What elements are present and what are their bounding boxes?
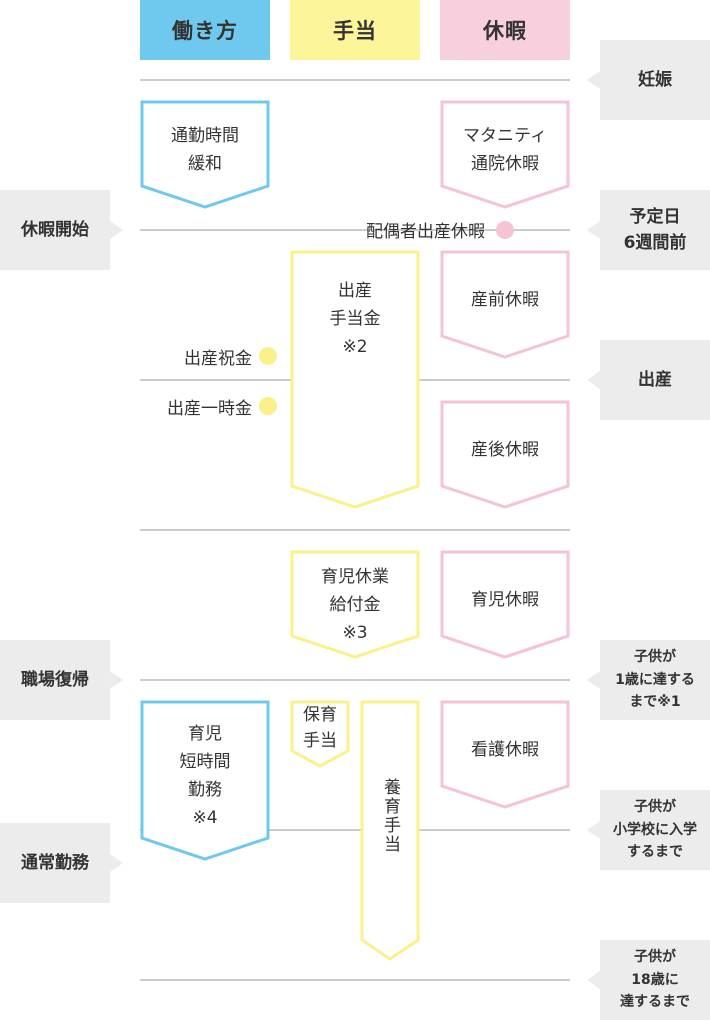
- timeline-rule-leave-start: [140, 229, 570, 231]
- block-shape: [140, 100, 270, 209]
- block-childcare-benefit: 育児休業 給付金 ※3: [290, 550, 420, 660]
- stage-child-age-1: 子供が 1歳に達する まで※1: [587, 640, 710, 720]
- block-label: 育児休暇: [471, 590, 539, 610]
- block-label: 産前休暇: [471, 290, 539, 310]
- dot-label-spouse-leave: 配偶者出産休暇: [366, 222, 485, 242]
- block-birth-allowance: 出産 手当金 ※2: [290, 250, 420, 510]
- timeline-rule-postnatal-end: [140, 529, 570, 531]
- block-label: 保育 手当: [303, 705, 337, 751]
- yellow-dot: [259, 347, 277, 365]
- block-shape: [290, 250, 420, 509]
- block-child-support-allowance: 養育手当: [360, 700, 420, 962]
- block-label: 育児休業 給付金 ※3: [321, 567, 389, 643]
- block-label: 出産 手当金 ※2: [329, 281, 381, 357]
- stage-child-school: 子供が 小学校に入学 するまで: [587, 790, 710, 870]
- stage-child-age-18: 子供が 18歳に 達するまで: [587, 940, 710, 1020]
- block-shape: [440, 700, 570, 809]
- block-label: 育児 短時間 勤務 ※4: [179, 724, 231, 828]
- block-shape: [290, 700, 350, 768]
- block-nursery-allowance: 保育 手当: [290, 700, 350, 768]
- block-shape: [440, 100, 570, 209]
- block-label: 通勤時間 緩和: [171, 126, 239, 174]
- block-label: 看護休暇: [471, 740, 539, 760]
- block-nursing-leave: 看護休暇: [440, 700, 570, 810]
- block-shape: [440, 550, 570, 659]
- timeline-rule-return: [140, 679, 570, 681]
- stage-due-6-weeks: 予定日 6週間前: [587, 190, 710, 270]
- block-shape: [290, 550, 420, 659]
- block-postnatal-leave: 産後休暇: [440, 400, 570, 510]
- block-label: 養育手当: [380, 778, 400, 854]
- block-shape: [440, 250, 570, 359]
- header-leave: 休暇: [440, 0, 570, 60]
- header-work-style: 働き方: [140, 0, 270, 60]
- timeline-rule-age18: [140, 979, 570, 981]
- block-childcare-leave: 育児休暇: [440, 550, 570, 660]
- timeline-rule-school: [140, 829, 570, 831]
- stage-leave-start: 休暇開始: [0, 190, 123, 270]
- block-shape: [440, 400, 570, 509]
- dot-label-celebration: 出産祝金: [184, 349, 252, 369]
- block-shape: [360, 700, 420, 961]
- dot-label-lump-sum: 出産一時金: [167, 399, 252, 419]
- block-short-hours-work: 育児 短時間 勤務 ※4: [140, 700, 270, 862]
- header-allowance: 手当: [290, 0, 420, 60]
- stage-return-to-work: 職場復帰: [0, 640, 123, 720]
- stage-pregnancy: 妊娠: [587, 40, 710, 120]
- block-commute-ease: 通勤時間 緩和: [140, 100, 270, 210]
- pink-dot: [496, 221, 514, 239]
- stage-normal-work: 通常勤務: [0, 823, 123, 903]
- stage-birth: 出産: [587, 340, 710, 420]
- block-maternity-visit-leave: マタニティ 通院休暇: [440, 100, 570, 210]
- timeline-rule-pregnancy: [140, 79, 570, 81]
- block-prenatal-leave: 産前休暇: [440, 250, 570, 360]
- yellow-dot: [259, 397, 277, 415]
- block-shape: [140, 700, 270, 861]
- block-label: 産後休暇: [471, 440, 539, 460]
- block-label: マタニティ 通院休暇: [463, 126, 547, 174]
